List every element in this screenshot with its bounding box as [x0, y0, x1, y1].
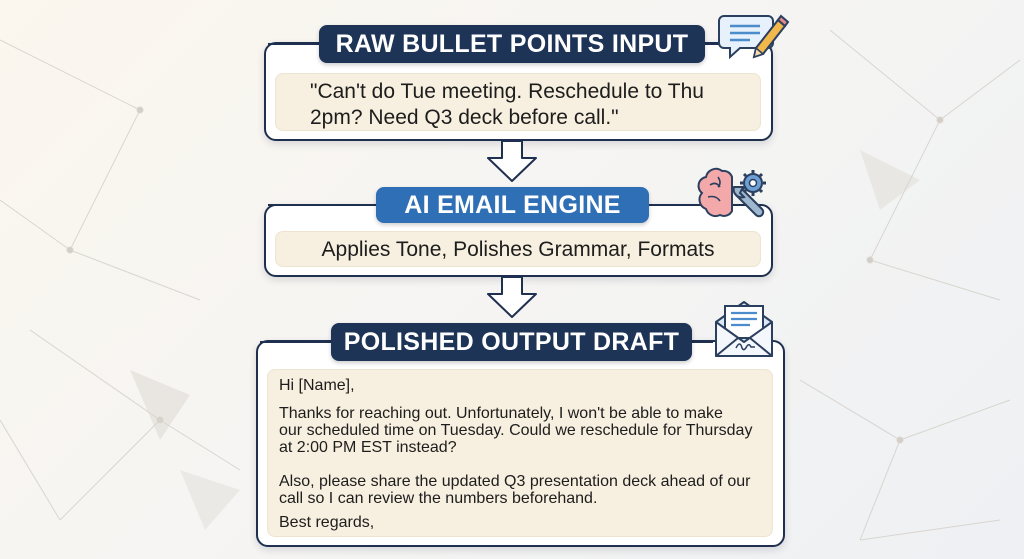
brain-gear-wrench-icon — [697, 167, 766, 218]
output-draft-card: Hi [Name], Thanks for reaching out. Unfo… — [256, 340, 785, 547]
title-rule — [268, 43, 320, 45]
down-arrow — [487, 140, 537, 182]
title-rule — [704, 43, 726, 45]
email-paragraph: Thanks for reaching out. Unfortunately, … — [279, 405, 769, 456]
title-rule — [260, 341, 332, 343]
raw-input-title: RAW BULLET POINTS INPUT — [319, 25, 705, 63]
email-line: our scheduled time on Tuesday. Could we … — [279, 422, 753, 439]
email-line: Also, please share the updated Q3 presen… — [279, 473, 751, 490]
ai-engine-text: Applies Tone, Polishes Grammar, Formats — [321, 238, 715, 261]
ai-engine-title: AI EMAIL ENGINE — [376, 187, 649, 223]
output-draft-title: POLISHED OUTPUT DRAFT — [331, 323, 692, 361]
email-draft-box: Hi [Name], Thanks for reaching out. Unfo… — [267, 369, 773, 537]
title-rule — [691, 341, 713, 343]
email-line: at 2:00 PM EST instead? — [279, 439, 457, 456]
raw-input-text: "Can't do Tue meeting. Reschedule to Thu… — [310, 79, 750, 131]
speech-bubble-pencil-icon — [718, 14, 790, 60]
raw-input-line: "Can't do Tue meeting. Reschedule to Thu — [310, 80, 704, 103]
envelope-letter-icon — [715, 301, 773, 357]
ai-engine-box: Applies Tone, Polishes Grammar, Formats — [275, 231, 761, 267]
email-line: Thanks for reaching out. Unfortunately, … — [279, 405, 723, 422]
raw-input-box: "Can't do Tue meeting. Reschedule to Thu… — [275, 73, 761, 131]
title-rule — [648, 204, 700, 206]
email-greeting: Hi [Name], — [279, 377, 355, 394]
email-signoff: Best regards, — [279, 514, 375, 531]
down-arrow — [487, 276, 537, 318]
email-line: call so I can review the numbers beforeh… — [279, 490, 598, 507]
raw-input-line: 2pm? Need Q3 deck before call." — [310, 106, 619, 129]
email-paragraph: Also, please share the updated Q3 presen… — [279, 473, 769, 507]
title-rule — [268, 204, 378, 206]
